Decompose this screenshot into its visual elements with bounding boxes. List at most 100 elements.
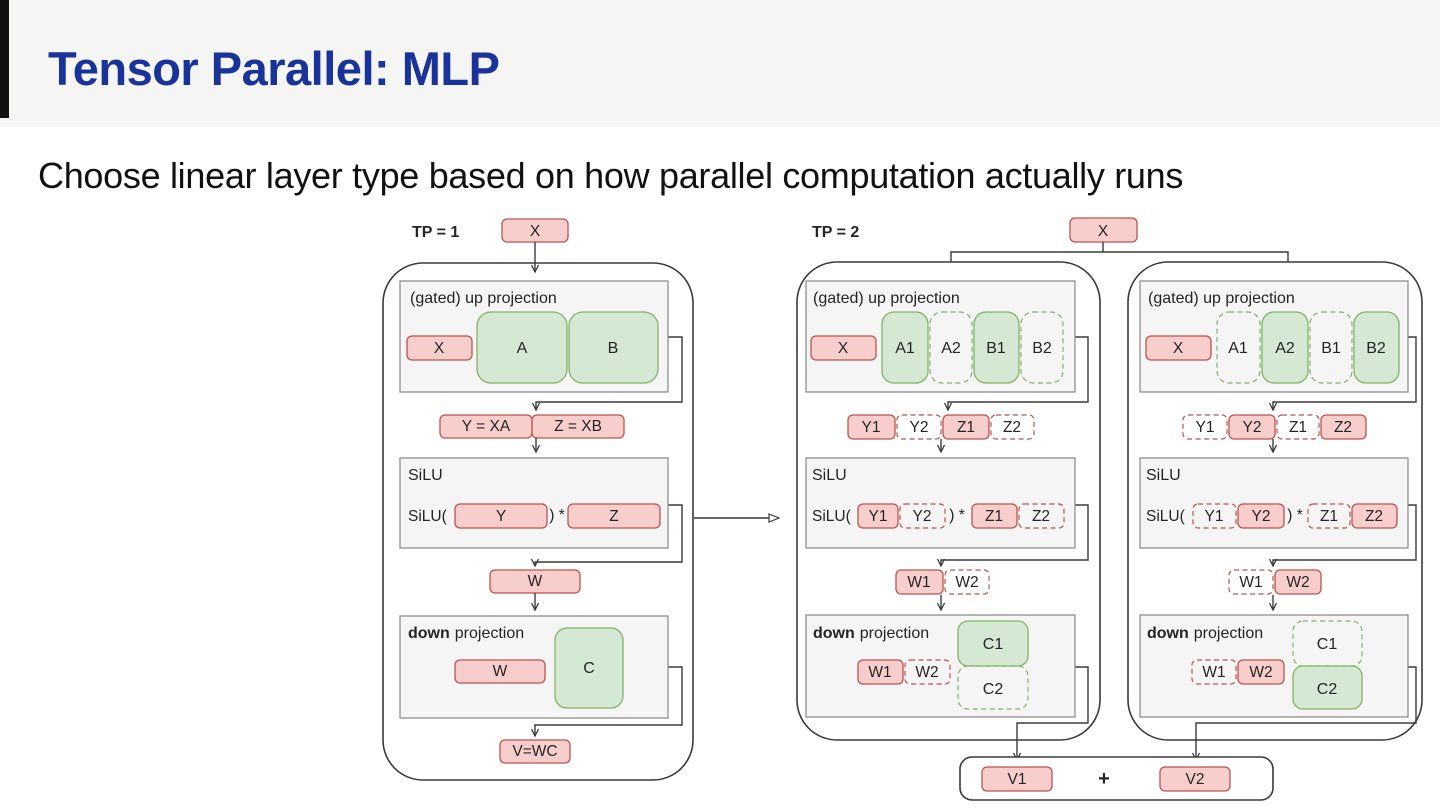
tp2-rank1-c2-box bbox=[957, 665, 1029, 710]
tp2-rank2-y1-box bbox=[1182, 414, 1228, 440]
tp2-rank2-c1-label: C1 bbox=[1317, 636, 1338, 653]
tp2-rank2-z2-box bbox=[1320, 414, 1367, 440]
tp2-rank2-b2-label: B2 bbox=[1366, 340, 1386, 357]
tp1-silu-y-box bbox=[454, 503, 548, 529]
tp2-rank2-silu-close: ) * bbox=[1287, 507, 1303, 524]
tp2-rank1-down-w1-box bbox=[857, 659, 904, 685]
tp2-rank2-up-x-box bbox=[1145, 335, 1212, 361]
tp2-rank2-silu-y2-box bbox=[1237, 503, 1285, 529]
tp2-rank1-w1-label: W1 bbox=[907, 574, 930, 591]
tp2-rank1-down-w2-box bbox=[904, 659, 951, 685]
tp2-rank1-y1-label: Y1 bbox=[862, 419, 881, 436]
tp2-rank1-c1-label: C1 bbox=[983, 636, 1004, 653]
tp1-silu-open: SiLU( bbox=[408, 508, 448, 525]
tp2-rank1-up-projection-title: (gated) up projection bbox=[813, 290, 960, 307]
tp1-weight-b-box bbox=[568, 311, 659, 384]
tp1-silu-title: SiLU bbox=[408, 467, 443, 484]
tp2-rank2-silu-y1-box bbox=[1192, 503, 1237, 529]
tp2-rank1-y1-box bbox=[847, 414, 896, 440]
tp2-sum-v1-label: V1 bbox=[1008, 771, 1027, 788]
tp1-down-w-box bbox=[454, 659, 546, 684]
tp2-rank1-silu-close: ) * bbox=[949, 507, 965, 524]
tp2-rank1-bracket-up-out bbox=[948, 336, 1089, 410]
slide-subtitle: Choose linear layer type based on how pa… bbox=[38, 155, 1184, 196]
tp2-rank1-silu-z1-label: Z1 bbox=[985, 508, 1003, 525]
tp2-rank2-silu-z2-box bbox=[1351, 503, 1398, 529]
tp2-rank2-y2-box bbox=[1228, 414, 1276, 440]
tp2-rank1-b1-label: B1 bbox=[986, 340, 1006, 357]
tp1-output-box bbox=[499, 739, 571, 764]
tp2-rank2-silu-y1-label: Y1 bbox=[1205, 508, 1224, 525]
tp2-rank2-w1-box bbox=[1228, 569, 1274, 595]
tp2-rank1-silu-y1-box bbox=[857, 503, 899, 529]
tp2-rank1-silu-y1-label: Y1 bbox=[869, 508, 888, 525]
tp2-rank1-a2-label: A2 bbox=[941, 340, 961, 357]
tp1-weight-b-label: B bbox=[608, 340, 619, 357]
tp2-rank2-c2-box bbox=[1292, 665, 1363, 710]
tp1-w-label: W bbox=[528, 573, 543, 590]
tp2-rank1-bracket-down-out bbox=[1017, 666, 1089, 760]
tp2-rank1-silu-z2-label: Z2 bbox=[1032, 508, 1050, 525]
tp2-rank1-z2-label: Z2 bbox=[1003, 419, 1021, 436]
tp2-rank2-silu-box bbox=[1139, 457, 1409, 549]
tp1-z-eq-box bbox=[531, 414, 625, 439]
tp2-rank1-down-projection-box bbox=[805, 614, 1076, 718]
tp2-rank2-down-w2-label: W2 bbox=[1249, 664, 1272, 681]
tp1-y-eq-label: Y = XA bbox=[462, 418, 511, 435]
tp2-rank2-w2-box bbox=[1274, 569, 1322, 595]
tp2-rank1-silu-box bbox=[805, 457, 1076, 549]
tp2-sum-v2-box bbox=[1159, 766, 1231, 792]
tp2-rank1-c2-label: C2 bbox=[983, 681, 1004, 698]
tp2-rank1-c1-box bbox=[957, 620, 1029, 667]
tp2-rank1-y2-label: Y2 bbox=[910, 419, 929, 436]
tp1-silu-box bbox=[399, 457, 669, 549]
tp1-weight-c-box bbox=[554, 627, 624, 709]
tp2-rank2-y2-label: Y2 bbox=[1243, 419, 1262, 436]
tp1-weight-a-box bbox=[476, 311, 568, 384]
tp2-rank2-silu-z1-label: Z1 bbox=[1320, 508, 1338, 525]
tp2-rank1-a2-box bbox=[929, 311, 973, 384]
tp1-weight-c-label: C bbox=[583, 660, 595, 677]
tp1-silu-z-label: Z bbox=[609, 508, 618, 525]
tp2-rank2-down-w1-label: W1 bbox=[1202, 664, 1225, 681]
tp2-rank2-a1-box bbox=[1216, 311, 1261, 384]
tp2-rank2-down-w2-box bbox=[1237, 659, 1285, 685]
tp2-rank1-silu-open: SiLU( bbox=[812, 508, 852, 525]
tp1-silu-z-box bbox=[567, 503, 661, 529]
tp2-rank2-b1-label: B1 bbox=[1321, 340, 1341, 357]
tp2-rank2-bracket-down-out bbox=[1196, 666, 1417, 760]
tp2-rank1-b1-box bbox=[973, 311, 1020, 384]
tp1-bracket-silu-out bbox=[535, 504, 683, 566]
tp2-rank1-a1-box bbox=[881, 311, 929, 384]
tp1-silu-y-label: Y bbox=[496, 508, 506, 525]
tp2-rank2-silu-title: SiLU bbox=[1146, 467, 1181, 484]
tp2-rank2-w2-label: W2 bbox=[1286, 574, 1309, 591]
tp2-rank2-down-w1-box bbox=[1191, 659, 1237, 685]
tp2-rank2-a2-label: A2 bbox=[1275, 340, 1295, 357]
tp2-rank2-b2-box bbox=[1353, 311, 1400, 384]
tp2-rank2-w1-label: W1 bbox=[1239, 574, 1262, 591]
tp1-down-w-label: W bbox=[493, 663, 508, 680]
tp1-up-x-label: X bbox=[434, 340, 445, 357]
tp2-rank1-w2-label: W2 bbox=[955, 574, 978, 591]
tp2-rank2-z1-box bbox=[1276, 414, 1320, 440]
tp1-up-x-box bbox=[406, 335, 473, 361]
tp2-rank1-up-x-box bbox=[810, 335, 877, 361]
tp2-rank1-b2-box bbox=[1020, 311, 1064, 384]
tp2-rank2-bracket-up-out bbox=[1273, 336, 1417, 410]
header-band bbox=[0, 0, 1440, 127]
tp2-sum-plus: + bbox=[1098, 768, 1110, 790]
tp2-rank1-a1-label: A1 bbox=[895, 340, 915, 357]
tp2-rank2-z2-label: Z2 bbox=[1334, 419, 1352, 436]
tp2-rank2-silu-z2-label: Z2 bbox=[1365, 508, 1383, 525]
tp2-rank1-w2-box bbox=[944, 569, 990, 595]
tp2-rank1-z1-box bbox=[942, 414, 990, 440]
tp1-up-projection-title: (gated) up projection bbox=[410, 290, 557, 307]
tp2-rank2-y1-label: Y1 bbox=[1196, 419, 1215, 436]
tp2-rank2-silu-y2-label: Y2 bbox=[1252, 508, 1271, 525]
tp2-rank2-silu-z1-box bbox=[1307, 503, 1351, 529]
